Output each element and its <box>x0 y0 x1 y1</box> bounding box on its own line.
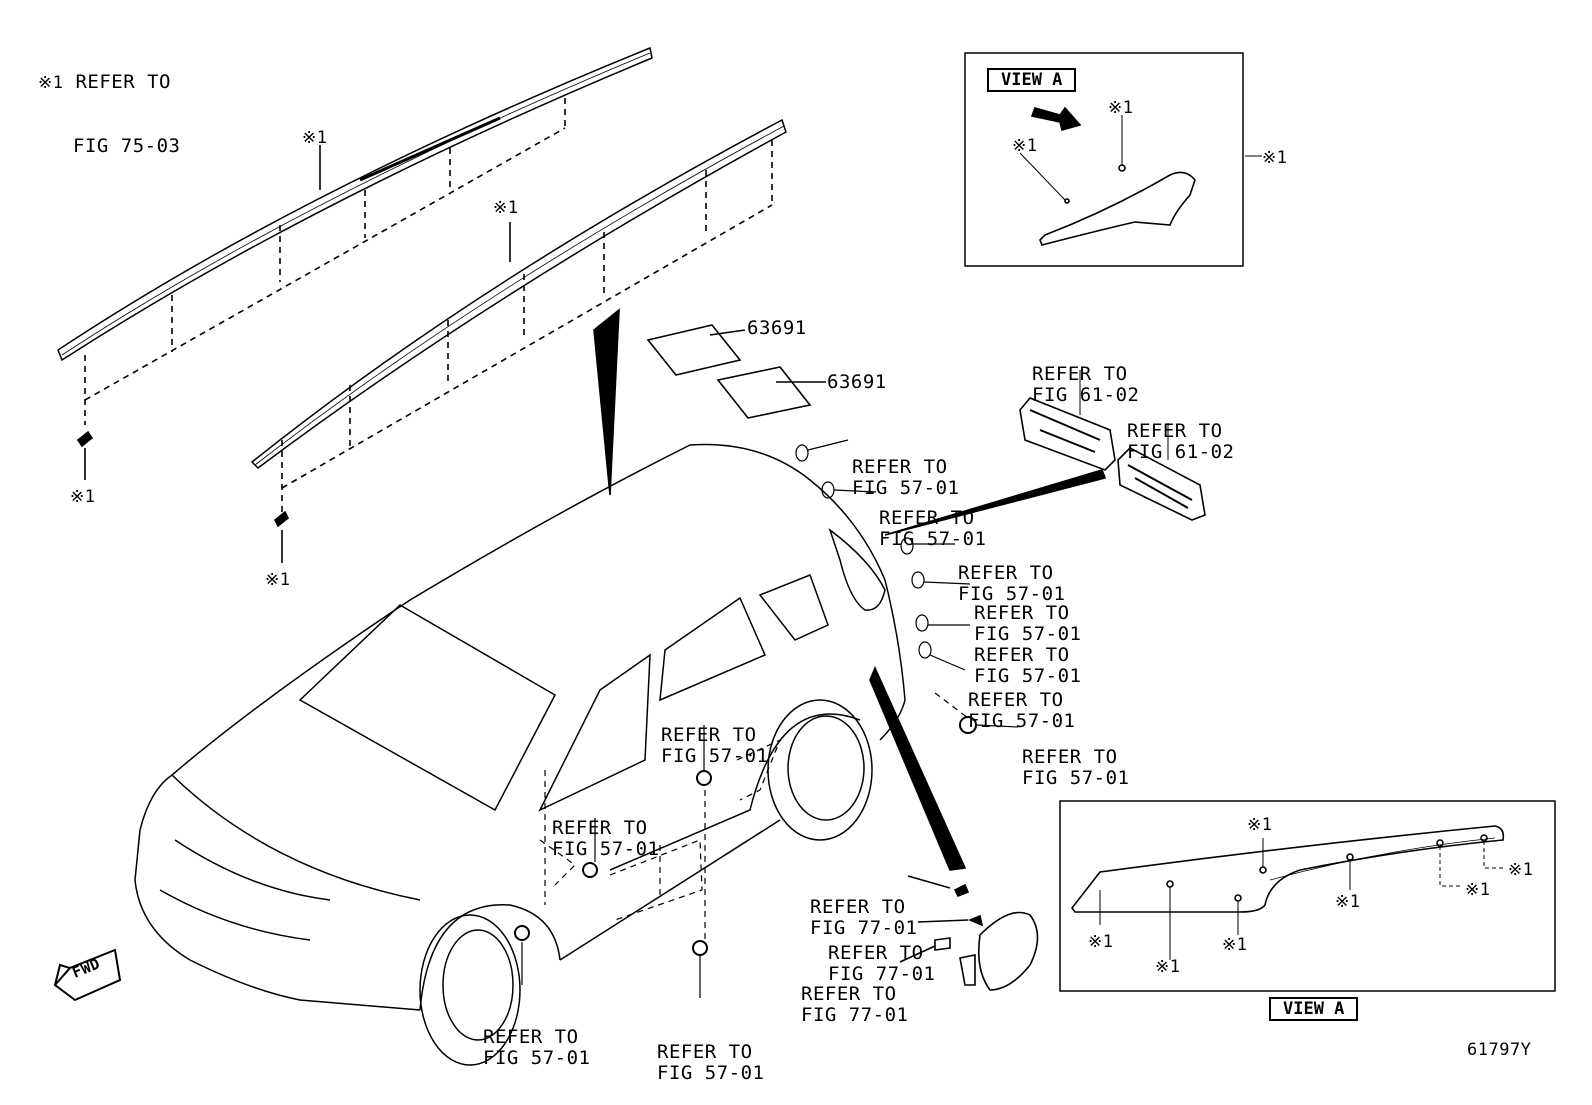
ref-line2: FIG 57-01 <box>974 623 1082 645</box>
top-note-line1: REFER TO <box>75 71 171 93</box>
top-note: ※1 REFER TO FIG 75-03 <box>38 30 180 178</box>
view-a-badge-top: VIEW A <box>987 68 1077 92</box>
mark-clip-rear: ※1 <box>70 487 96 507</box>
ref-line1: REFER TO <box>1127 420 1223 442</box>
mark-view-a-b6: ※1 <box>1222 935 1248 955</box>
ref-line2: FIG 57-01 <box>958 583 1066 605</box>
mark-rail-rear: ※1 <box>302 128 328 148</box>
ref-line2: FIG 57-01 <box>552 838 660 860</box>
ref-line2: FIG 57-01 <box>483 1047 591 1069</box>
view-a-inset-top <box>964 52 1262 267</box>
part-number-63691-a: 63691 <box>747 317 807 339</box>
roof-rail-front <box>250 118 787 563</box>
ref-line1: REFER TO <box>483 1026 579 1048</box>
roof-rail-rear <box>57 46 653 480</box>
ref-line1: REFER TO <box>552 817 648 839</box>
mark-view-a-b4: ※1 <box>1335 892 1361 912</box>
ref-line1: REFER TO <box>661 724 757 746</box>
fwd-arrow <box>53 948 122 1002</box>
mark-view-a-b2: ※1 <box>1508 860 1534 880</box>
sticker-pads <box>646 324 826 419</box>
ref-line1: REFER TO <box>879 507 975 529</box>
mark-view-a-b7: ※1 <box>1155 957 1181 977</box>
ref-line2: FIG 61-02 <box>1032 384 1140 406</box>
ref-line1: REFER TO <box>968 689 1064 711</box>
ref-line2: FIG 57-01 <box>852 477 960 499</box>
guide-lines <box>539 692 969 940</box>
mark-rail-front: ※1 <box>493 198 519 218</box>
ref-line2: FIG 57-01 <box>1022 767 1130 789</box>
mark-view-a-b5: ※1 <box>1088 932 1114 952</box>
mark-clip-front: ※1 <box>265 570 291 590</box>
ref-line1: REFER TO <box>958 562 1054 584</box>
ref-line1: REFER TO <box>974 644 1070 666</box>
ref-line1: REFER TO <box>828 942 924 964</box>
mark-view-a-3: ※1 <box>1262 148 1288 168</box>
ref-line1: REFER TO <box>810 896 906 918</box>
view-a-pointer <box>869 665 967 871</box>
ref-line2: FIG 57-01 <box>657 1062 765 1084</box>
view-a-badge-bottom: VIEW A <box>1269 997 1359 1021</box>
mark-view-a-2: ※1 <box>1012 136 1038 156</box>
roof-pointer <box>593 308 620 496</box>
ref-line1: REFER TO <box>852 456 948 478</box>
ref-line1: REFER TO <box>1032 363 1128 385</box>
ref-line2: FIG 77-01 <box>801 1004 909 1026</box>
ref-line1: REFER TO <box>657 1041 753 1063</box>
view-a-inset-bottom <box>1059 800 1556 992</box>
ref-line2: FIG 57-01 <box>879 528 987 550</box>
part-number-63691-b: 63691 <box>827 371 887 393</box>
grommets <box>514 439 1019 998</box>
ref-line2: FIG 77-01 <box>828 963 936 985</box>
figure-number: 61797Y <box>1467 1040 1532 1060</box>
fuel-door <box>899 875 1039 991</box>
ref-line1: REFER TO <box>974 602 1070 624</box>
ref-line1: REFER TO <box>1022 746 1118 768</box>
ref-line1: REFER TO <box>801 983 897 1005</box>
rear-lamps <box>1019 370 1206 521</box>
top-note-line2: FIG 75-03 <box>73 135 181 157</box>
mark-view-a-b1: ※1 <box>1247 815 1273 835</box>
top-note-symbol: ※1 <box>38 73 64 93</box>
ref-line2: FIG 61-02 <box>1127 441 1235 463</box>
mark-view-a-b3: ※1 <box>1465 880 1491 900</box>
ref-line2: FIG 77-01 <box>810 917 918 939</box>
mark-view-a-1: ※1 <box>1108 98 1134 118</box>
ref-line2: FIG 57-01 <box>661 745 769 767</box>
rear-pointer <box>884 469 1107 536</box>
ref-line2: FIG 57-01 <box>974 665 1082 687</box>
ref-line2: FIG 57-01 <box>968 710 1076 732</box>
